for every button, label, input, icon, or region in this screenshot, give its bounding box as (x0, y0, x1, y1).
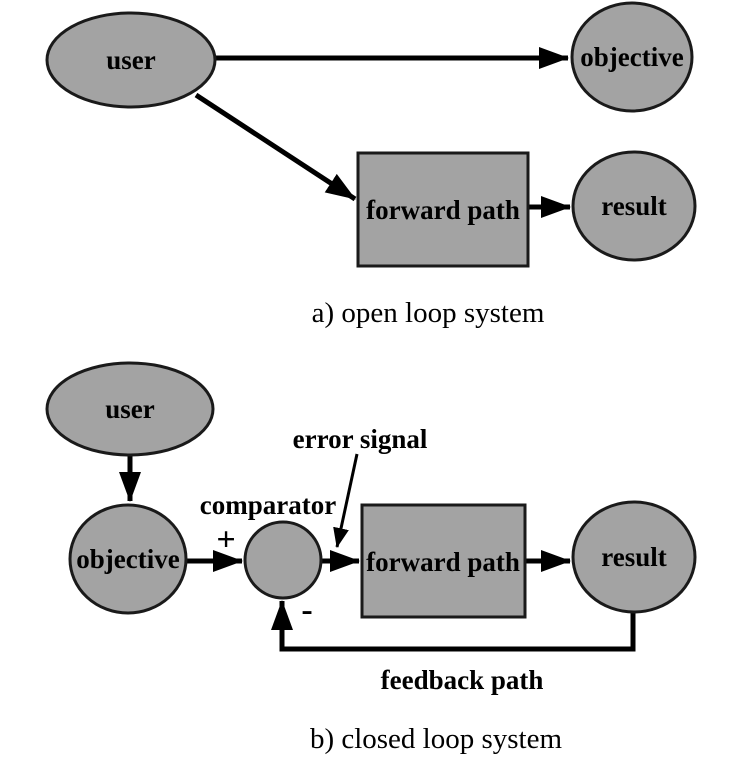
comparator-label: comparator (200, 490, 336, 520)
closed-loop-diagram: user objective comparator + - error sign… (45, 361, 697, 755)
open-loop-forward-path-label: forward path (366, 195, 520, 225)
closed-loop-user-label: user (105, 394, 155, 424)
error-signal-pointer-arrow (333, 453, 359, 548)
closed-loop-forward-path-label: forward path (366, 547, 520, 577)
open-loop-result-node (571, 150, 697, 262)
open-loop-user-label: user (106, 45, 156, 75)
open-loop-diagram: user objective forward path result a) op… (45, 1, 697, 329)
closed-loop-forward-path-node (360, 503, 527, 619)
comparator-node (243, 520, 323, 600)
feedback-path-label: feedback path (381, 665, 544, 695)
open-loop-caption: a) open loop system (312, 297, 545, 329)
open-loop-objective-node (570, 1, 694, 113)
minus-sign: - (301, 592, 312, 629)
closed-loop-result-label: result (601, 542, 667, 572)
open-loop-user-node (45, 11, 217, 109)
closed-loop-user-node (45, 361, 215, 457)
arrow-user-to-forward-path (194, 92, 357, 202)
closed-loop-result-node (571, 500, 697, 614)
closed-loop-objective-node (68, 503, 188, 615)
open-loop-result-label: result (601, 191, 667, 221)
open-loop-forward-path-node (356, 151, 530, 268)
feedback-path-connector (271, 600, 636, 652)
error-signal-label: error signal (293, 424, 428, 454)
closed-loop-caption: b) closed loop system (310, 723, 563, 755)
plus-sign: + (216, 522, 235, 559)
open-loop-objective-label: objective (580, 42, 683, 72)
closed-loop-objective-label: objective (76, 544, 179, 574)
